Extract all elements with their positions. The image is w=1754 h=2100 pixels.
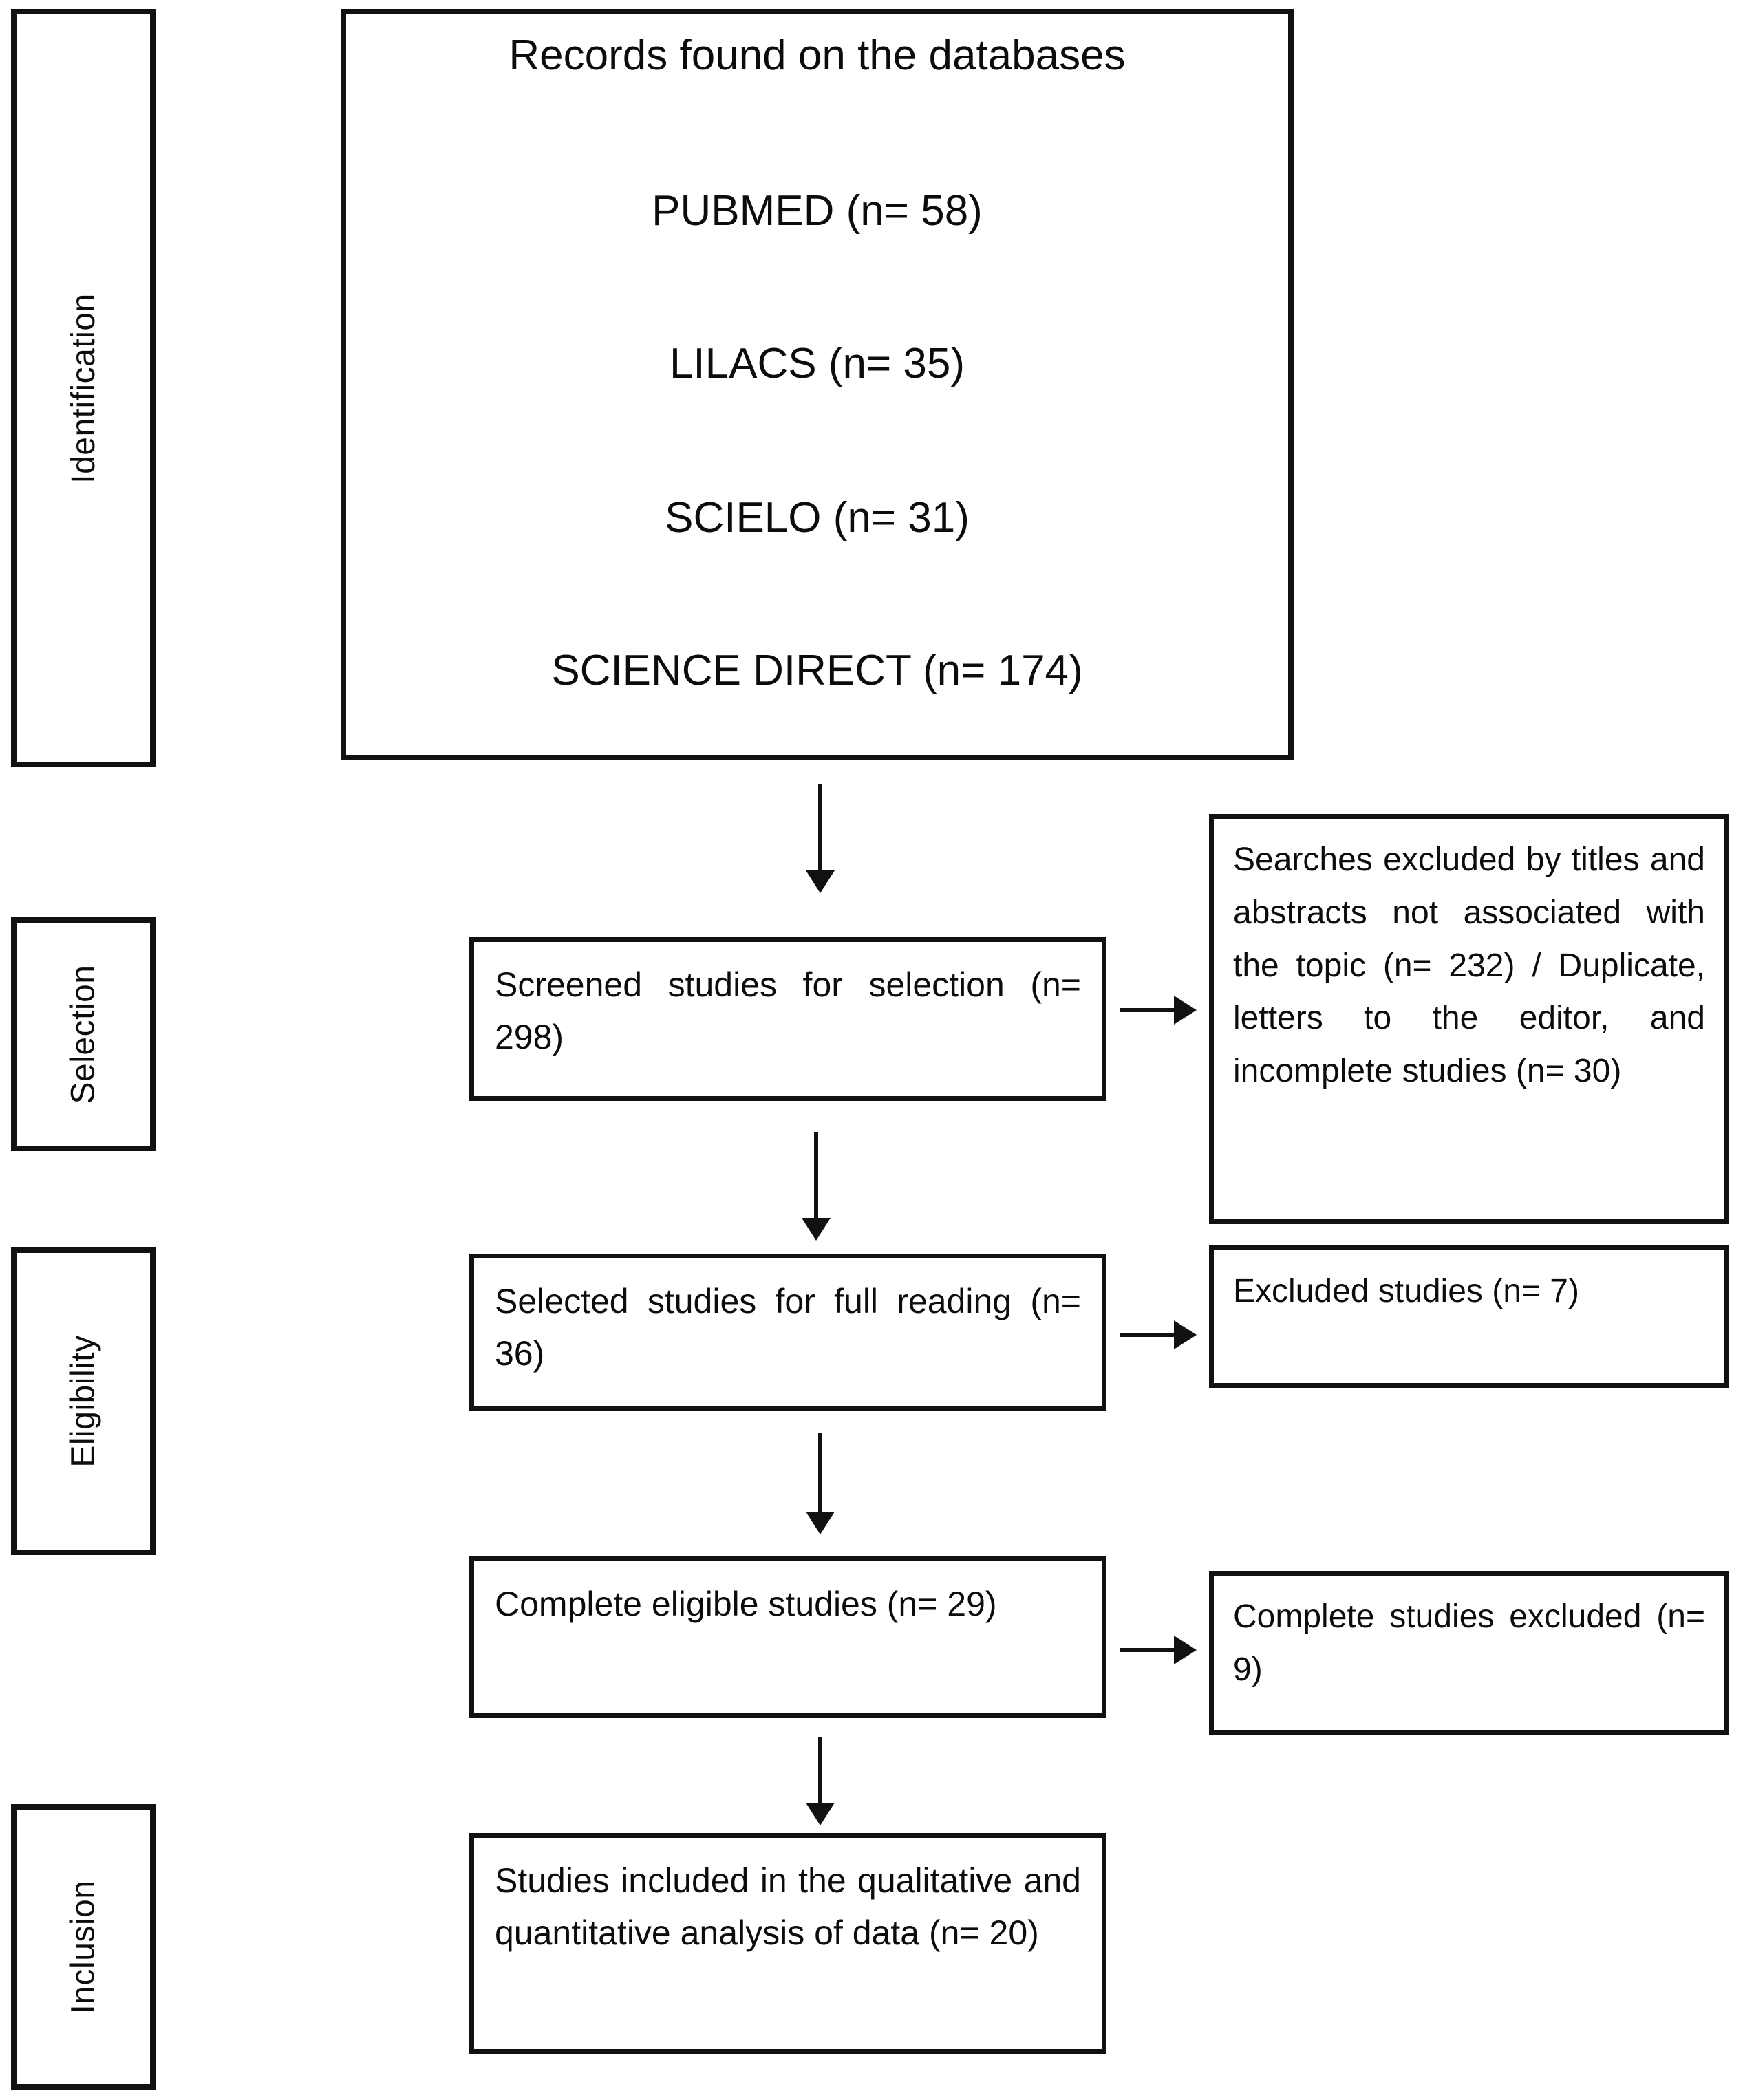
screened-studies-box: Screened studies for selection (n= 298) (469, 937, 1106, 1101)
arrow-right-screened-to-excluded-icon (1120, 1008, 1174, 1012)
arrow-down-records-to-screened-icon (818, 784, 822, 870)
complete-studies-excluded-box: Complete studies excluded (n= 9) (1209, 1571, 1729, 1735)
arrow-right-eligible-to-excluded-icon (1120, 1648, 1174, 1652)
arrow-down-selected-to-eligible-icon (818, 1433, 822, 1512)
excluded-studies-box: Excluded studies (n= 7) (1209, 1245, 1729, 1388)
stage-label-identification: Identification (65, 292, 102, 484)
stage-box-identification: Identification (11, 9, 156, 767)
stage-box-selection: Selection (11, 917, 156, 1151)
stage-box-inclusion: Inclusion (11, 1804, 156, 2090)
selected-studies-box: Selected studies for full reading (n= 36… (469, 1254, 1106, 1411)
included-studies-box: Studies included in the qualitative and … (469, 1833, 1106, 2054)
stage-label-selection: Selection (65, 965, 102, 1104)
records-source-lilacs: LILACS (n= 35) (669, 340, 965, 387)
records-source-scielo: SCIELO (n= 31) (665, 494, 970, 542)
stage-label-inclusion: Inclusion (65, 1880, 102, 2014)
stage-label-eligibility: Eligibility (65, 1335, 102, 1468)
arrow-down-screened-to-selected-icon (814, 1132, 818, 1218)
eligible-studies-box: Complete eligible studies (n= 29) (469, 1556, 1106, 1718)
stage-box-eligibility: Eligibility (11, 1247, 156, 1555)
records-source-science-direct: SCIENCE DIRECT (n= 174) (551, 647, 1083, 694)
records-found-box: Records found on the databases PUBMED (n… (341, 9, 1294, 760)
arrow-right-selected-to-excluded-icon (1120, 1333, 1174, 1337)
excluded-titles-abstracts-box: Searches excluded by titles and abstract… (1209, 814, 1729, 1224)
records-source-pubmed: PUBMED (n= 58) (652, 187, 983, 235)
records-box-title: Records found on the databases (509, 32, 1126, 79)
arrow-down-eligible-to-included-icon (818, 1737, 822, 1803)
